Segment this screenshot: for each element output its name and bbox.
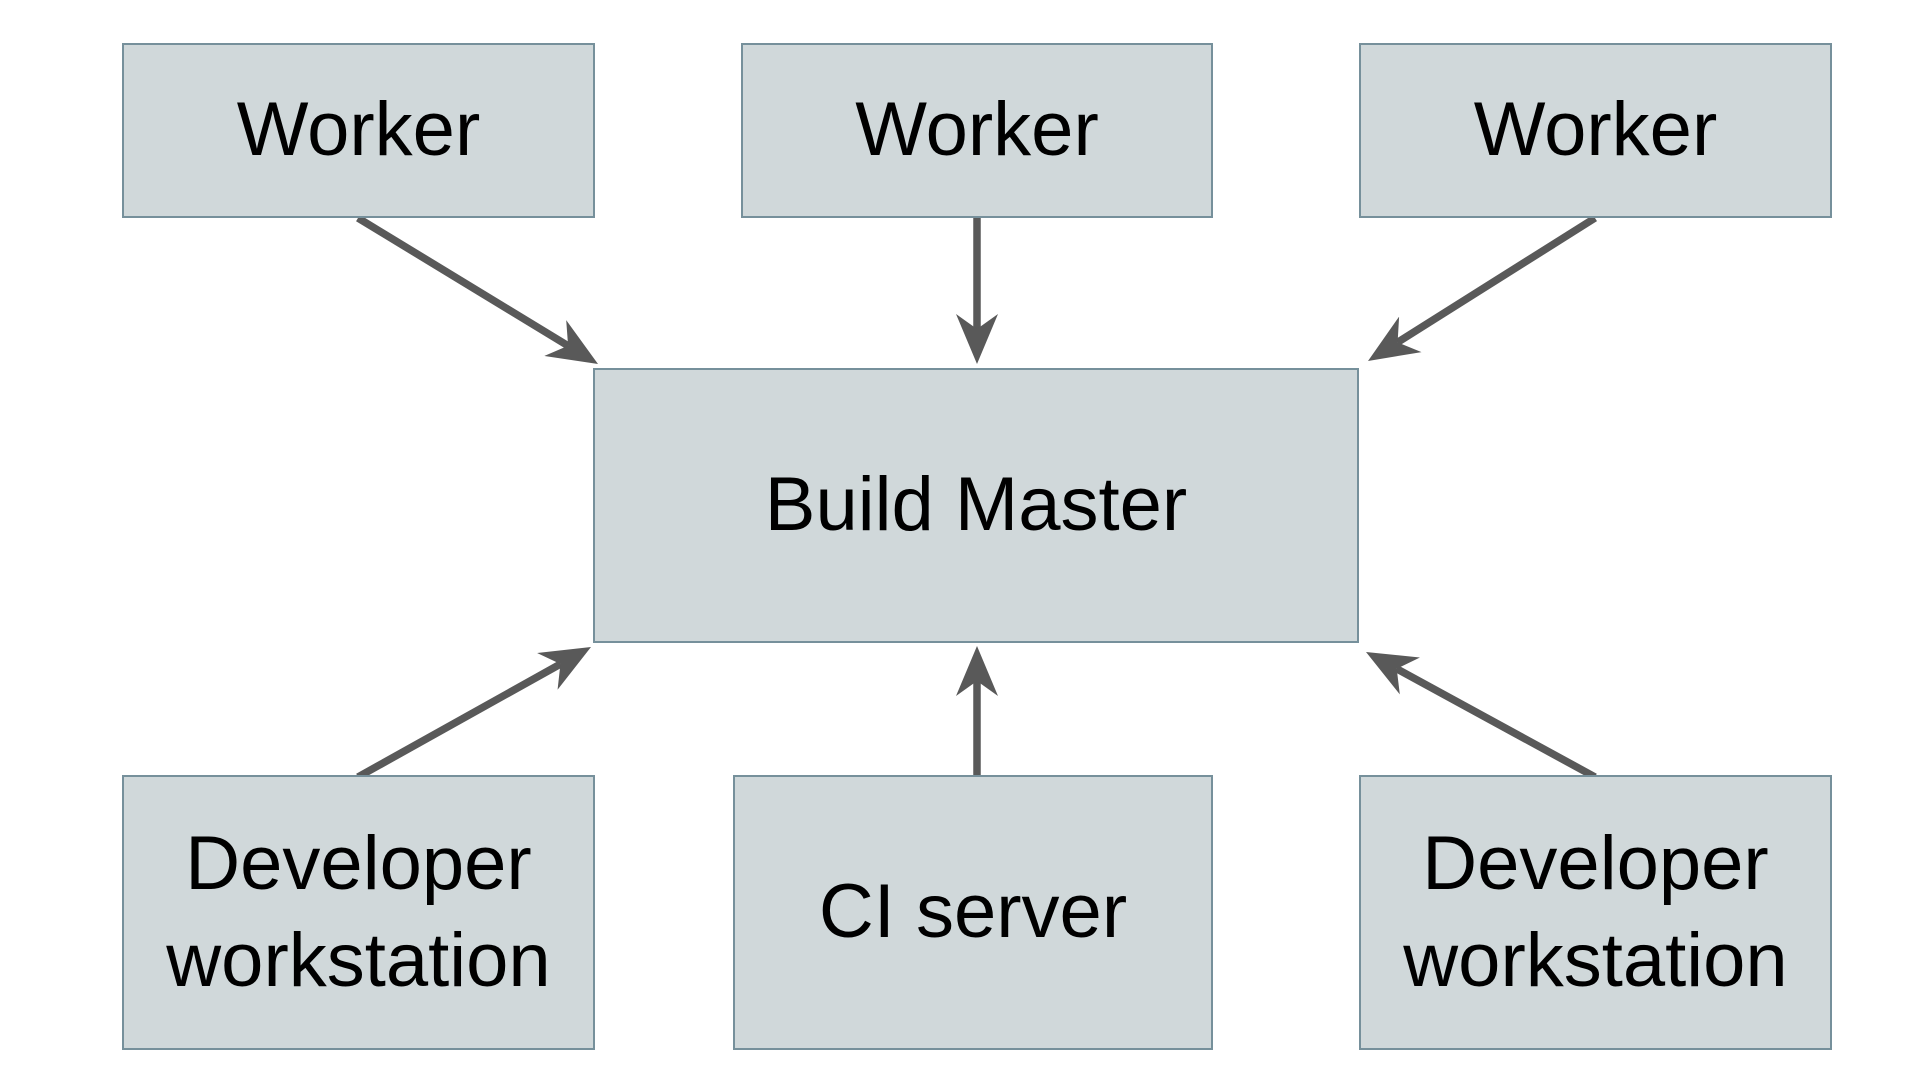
connector-arrow-dev-right-to-build-master bbox=[1365, 652, 1597, 781]
node-ci-server: CI server bbox=[733, 775, 1213, 1050]
node-developer-workstation-left: Developer workstation bbox=[122, 775, 595, 1050]
node-worker-3-label: Worker bbox=[1473, 87, 1718, 173]
connector-arrow-worker-1-to-build-master bbox=[356, 214, 599, 364]
node-worker-2-label: Worker bbox=[855, 87, 1099, 173]
node-build-master-label: Build Master bbox=[764, 462, 1188, 548]
node-worker-3: Worker bbox=[1359, 43, 1832, 218]
node-developer-workstation-right-label-line1: Developer bbox=[1422, 820, 1769, 906]
node-worker-1-label: Worker bbox=[236, 87, 481, 173]
node-developer-workstation-right-label-line2: workstation bbox=[1403, 917, 1788, 1003]
node-worker-2: Worker bbox=[741, 43, 1213, 218]
node-ci-server-label: CI server bbox=[818, 869, 1128, 955]
node-build-master: Build Master bbox=[593, 368, 1359, 643]
node-developer-workstation-left-label-line2: workstation bbox=[166, 917, 551, 1003]
connector-arrow-dev-left-to-build-master bbox=[356, 646, 592, 781]
node-developer-workstation-left-label-line1: Developer bbox=[185, 820, 532, 906]
node-developer-workstation-right: Developer workstation bbox=[1359, 775, 1832, 1050]
node-worker-1: Worker bbox=[122, 43, 595, 218]
connector-arrow-worker-3-to-build-master bbox=[1367, 214, 1597, 361]
